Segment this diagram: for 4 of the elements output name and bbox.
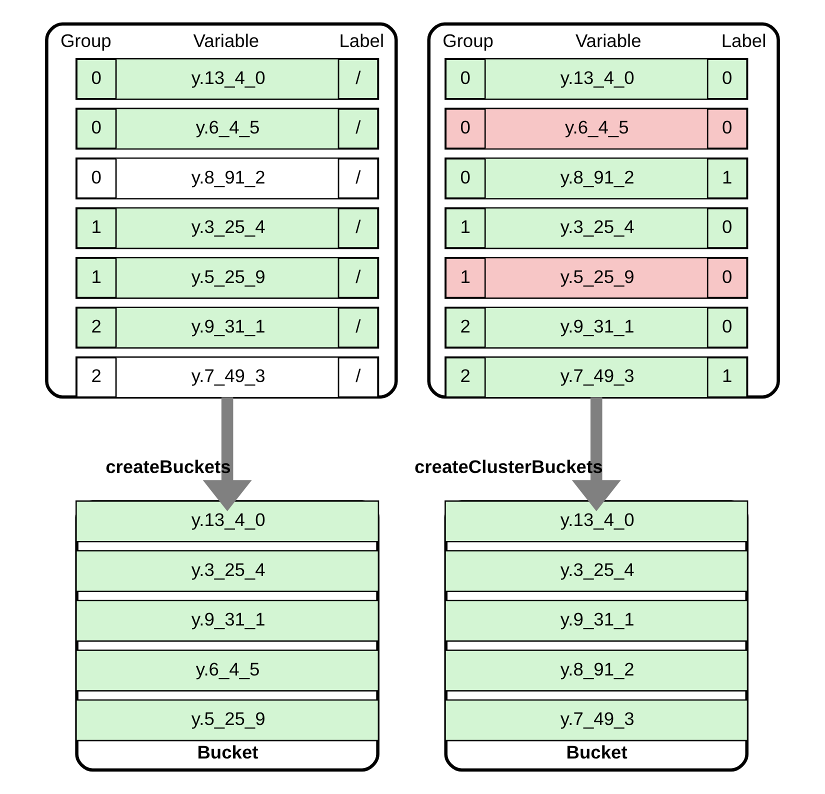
- arrow: [572, 397, 621, 512]
- arrow: [202, 397, 252, 512]
- edge-label: createClusterBuckets: [414, 456, 603, 478]
- edge-label: createBuckets: [106, 456, 231, 478]
